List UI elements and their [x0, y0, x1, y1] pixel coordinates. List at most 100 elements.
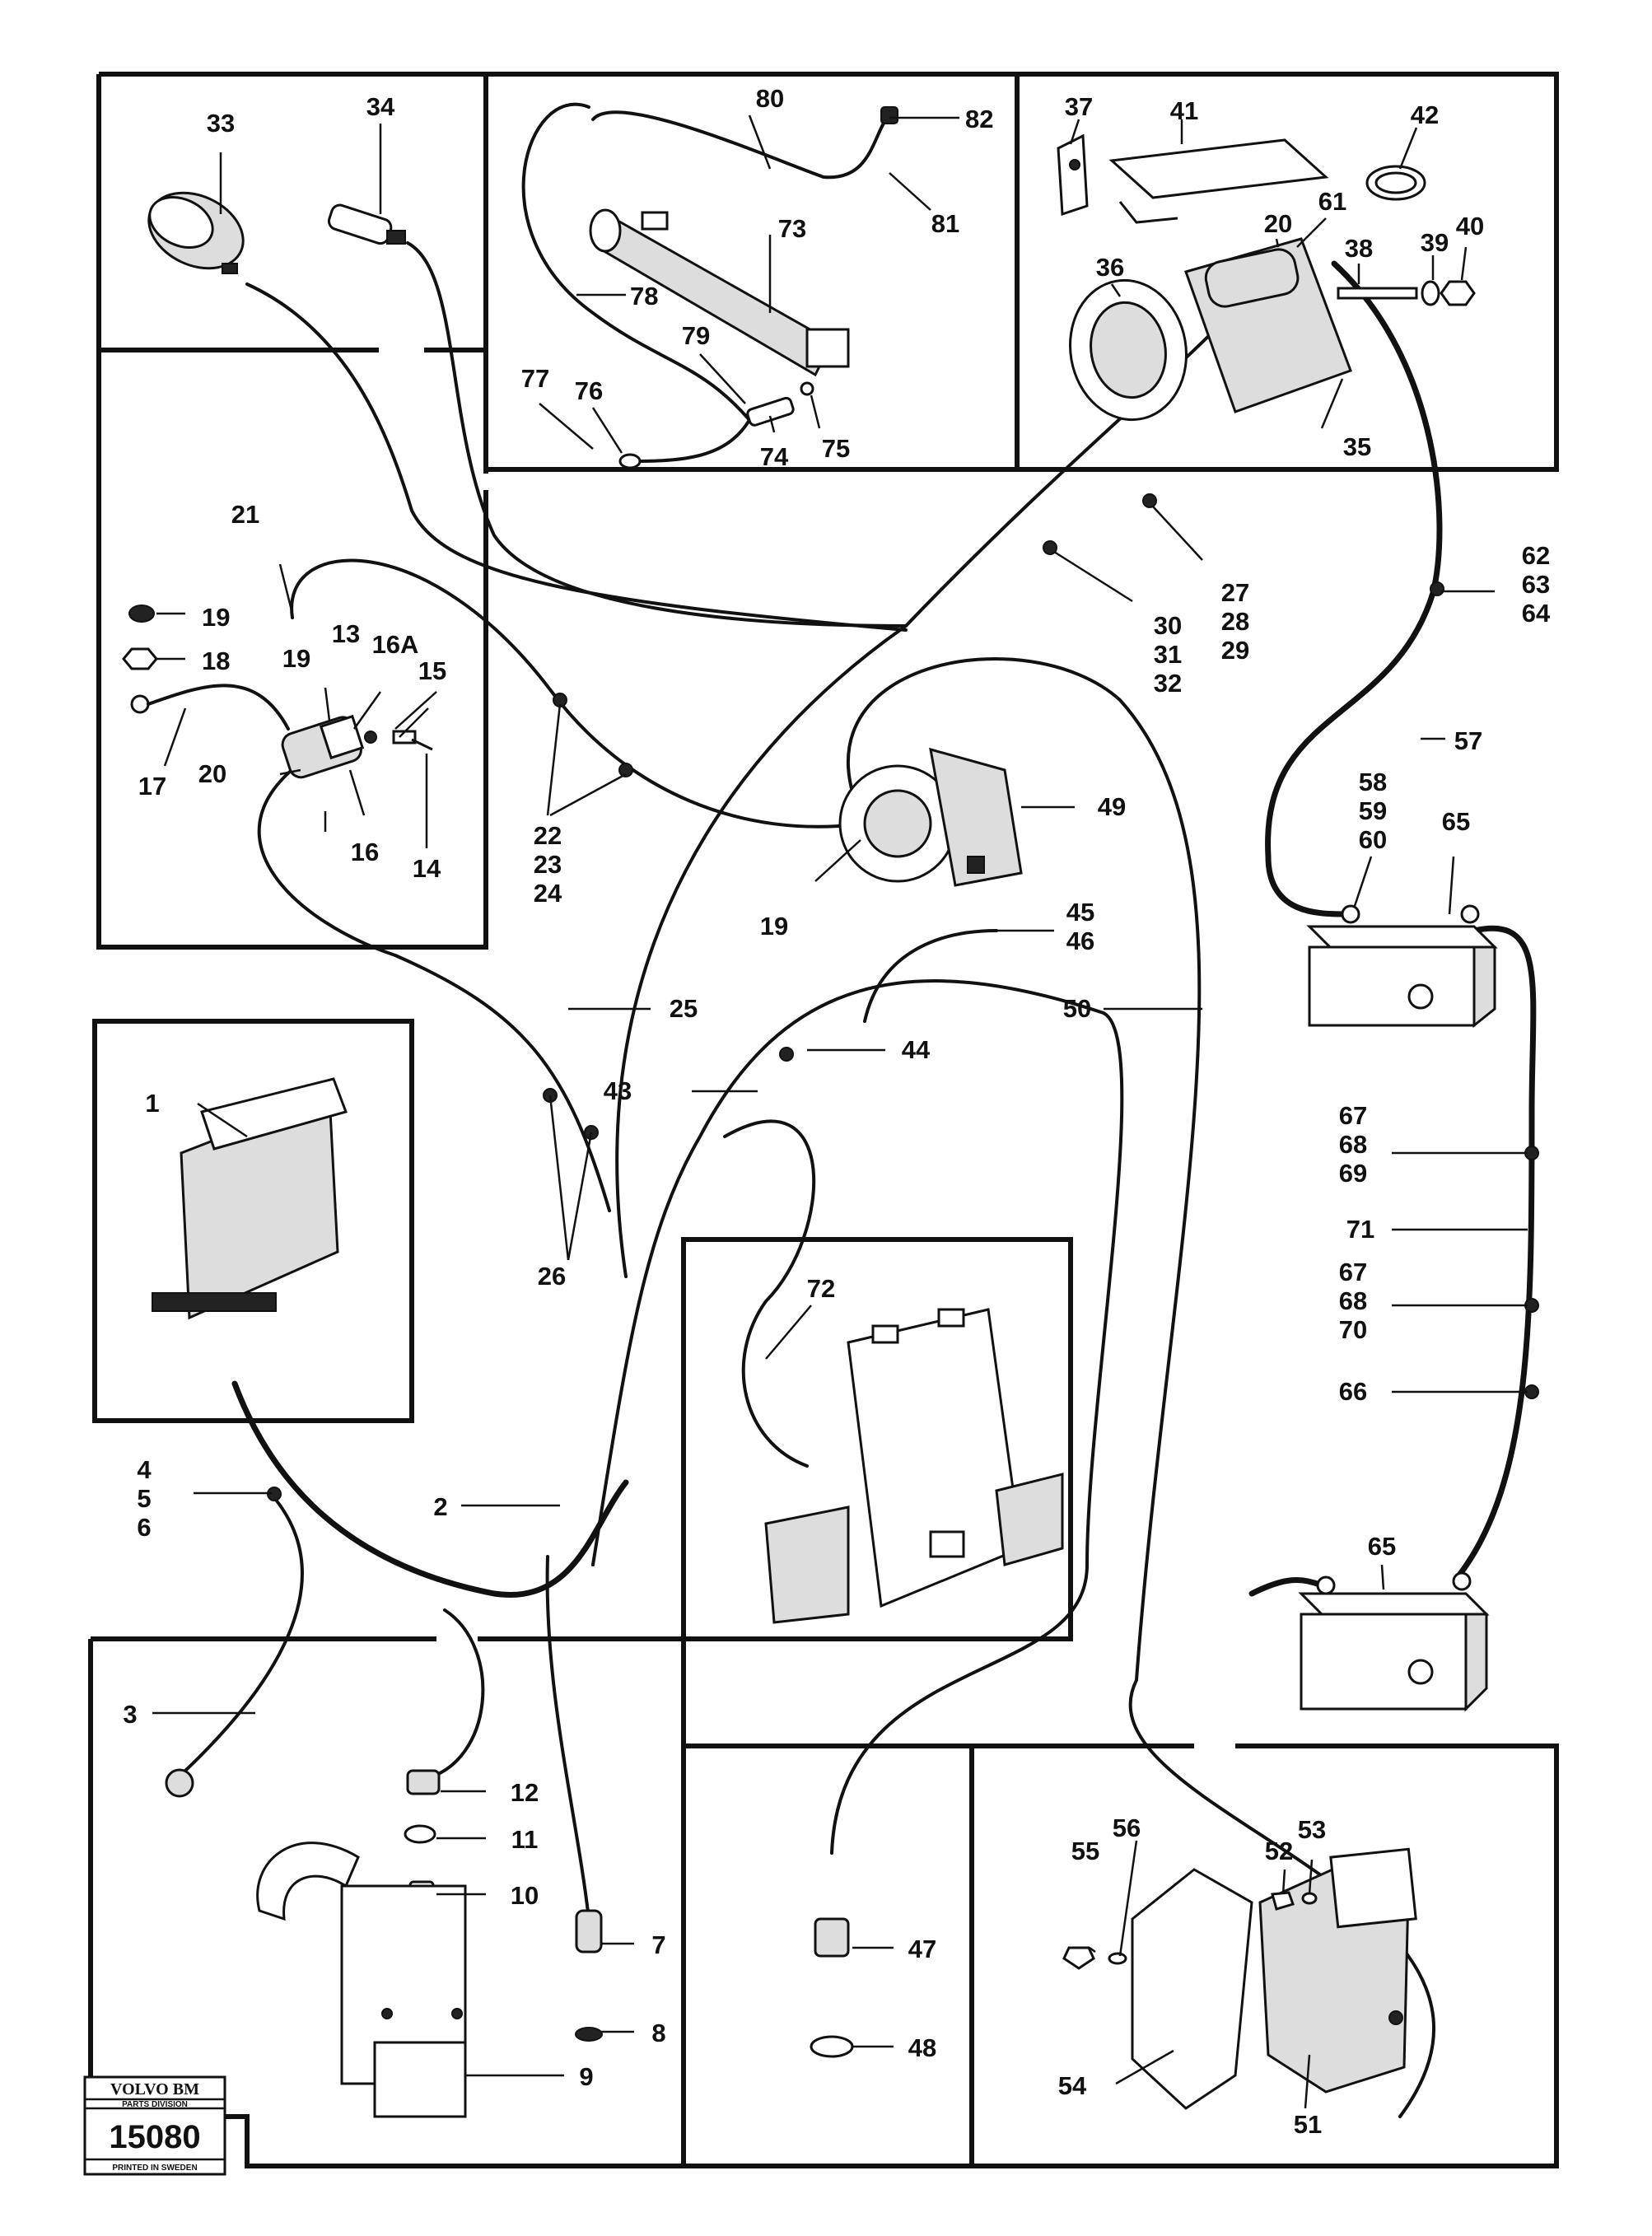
label-47: 47 — [908, 1935, 936, 1963]
label-5: 5 — [137, 1484, 151, 1513]
label-1: 1 — [145, 1089, 159, 1118]
label-7: 7 — [651, 1930, 665, 1959]
leader-lines — [152, 114, 1528, 2109]
label-57: 57 — [1454, 726, 1482, 755]
label-29: 29 — [1221, 636, 1249, 665]
label-19-relay: 19 — [282, 644, 310, 673]
label-67-first: 67 — [1339, 1101, 1367, 1130]
sensor-plug-3 — [165, 1768, 194, 1798]
bolt-38-washer-39-nut-40 — [1337, 280, 1476, 306]
badge-brand: VOLVO BM — [110, 2080, 199, 2098]
label-66: 66 — [1339, 1377, 1367, 1406]
sensor-47 — [810, 1917, 854, 2058]
volvo-bm-badge: VOLVO BM PARTS DIVISION 15080 PRINTED IN… — [83, 2075, 226, 2176]
label-79: 79 — [682, 321, 710, 350]
battery-upper-65 — [1306, 904, 1498, 1029]
label-68-first: 68 — [1339, 1130, 1367, 1159]
label-40: 40 — [1456, 212, 1484, 240]
label-80: 80 — [756, 84, 784, 113]
relay-13 — [281, 714, 433, 779]
label-73: 73 — [778, 214, 806, 243]
label-48: 48 — [908, 2033, 936, 2062]
label-20-starter: 20 — [1264, 209, 1292, 238]
label-70: 70 — [1339, 1315, 1367, 1344]
label-43: 43 — [604, 1076, 632, 1105]
label-2: 2 — [433, 1492, 447, 1521]
label-13: 13 — [332, 619, 360, 648]
bracket-9 — [256, 1842, 467, 2118]
label-76: 76 — [575, 376, 603, 405]
label-65-lower: 65 — [1368, 1532, 1396, 1561]
label-12: 12 — [511, 1778, 539, 1807]
label-28: 28 — [1221, 607, 1249, 636]
panel-borders — [88, 72, 1559, 2168]
bracket-54 — [1131, 1868, 1253, 2110]
label-30: 30 — [1154, 611, 1182, 640]
label-22: 22 — [534, 821, 562, 850]
label-9: 9 — [579, 2062, 593, 2091]
label-71: 71 — [1346, 1215, 1374, 1244]
starter-motor-35 — [1069, 237, 1352, 422]
label-82: 82 — [965, 105, 993, 133]
label-50: 50 — [1063, 994, 1091, 1023]
label-25: 25 — [670, 994, 698, 1023]
label-39: 39 — [1421, 228, 1449, 257]
label-74: 74 — [760, 442, 789, 471]
label-34: 34 — [366, 92, 395, 121]
label-69: 69 — [1339, 1159, 1367, 1188]
label-27: 27 — [1221, 578, 1249, 607]
label-37: 37 — [1065, 92, 1093, 121]
label-52: 52 — [1265, 1837, 1293, 1865]
terminal-76-77 — [618, 453, 642, 469]
badge-division: PARTS DIVISION — [122, 2100, 188, 2109]
label-19-washer: 19 — [202, 603, 230, 632]
sensor-74 — [746, 381, 814, 427]
label-63: 63 — [1522, 570, 1550, 599]
label-68-second: 68 — [1339, 1286, 1367, 1315]
part-labels: 33 34 80 82 81 73 78 79 77 76 74 75 37 4… — [123, 84, 1551, 2139]
label-26: 26 — [538, 1262, 566, 1291]
label-64: 64 — [1522, 599, 1551, 628]
label-16: 16 — [351, 838, 379, 866]
label-81: 81 — [931, 209, 959, 238]
sensor-33 — [147, 191, 245, 274]
label-53: 53 — [1298, 1815, 1326, 1844]
bracket-41 — [1108, 138, 1329, 224]
battery-lower-65 — [1298, 1571, 1490, 1712]
label-10: 10 — [511, 1881, 539, 1910]
label-77: 77 — [521, 364, 549, 393]
wiring-harness — [184, 102, 1537, 2118]
label-17: 17 — [138, 772, 166, 801]
terminal-82 — [880, 106, 898, 124]
wire-clamps — [267, 493, 1539, 1501]
label-59: 59 — [1359, 796, 1387, 825]
label-38: 38 — [1345, 234, 1373, 263]
label-15: 15 — [418, 656, 446, 685]
alternator-49 — [838, 747, 1023, 887]
label-6: 6 — [137, 1513, 151, 1542]
label-42: 42 — [1411, 100, 1439, 129]
clamp-42 — [1365, 165, 1426, 201]
label-49: 49 — [1098, 792, 1126, 821]
label-44: 44 — [902, 1035, 931, 1064]
label-16a: 16A — [372, 630, 419, 659]
label-62: 62 — [1522, 541, 1550, 570]
label-51: 51 — [1294, 2110, 1322, 2139]
label-11: 11 — [511, 1825, 539, 1854]
badge-origin: PRINTED IN SWEDEN — [112, 2164, 197, 2173]
label-72: 72 — [807, 1274, 835, 1303]
sensor-34 — [327, 203, 406, 245]
label-54: 54 — [1058, 2071, 1087, 2100]
label-75: 75 — [822, 434, 850, 463]
label-3: 3 — [123, 1700, 137, 1729]
label-8: 8 — [651, 2019, 665, 2047]
label-32: 32 — [1154, 669, 1182, 698]
badge-number: 15080 — [109, 2119, 200, 2155]
label-41: 41 — [1170, 96, 1198, 125]
label-19-alternator: 19 — [760, 912, 788, 941]
label-23: 23 — [534, 850, 562, 879]
label-36: 36 — [1096, 253, 1124, 282]
label-21: 21 — [231, 500, 259, 529]
connector-block-1 — [152, 1077, 348, 1320]
